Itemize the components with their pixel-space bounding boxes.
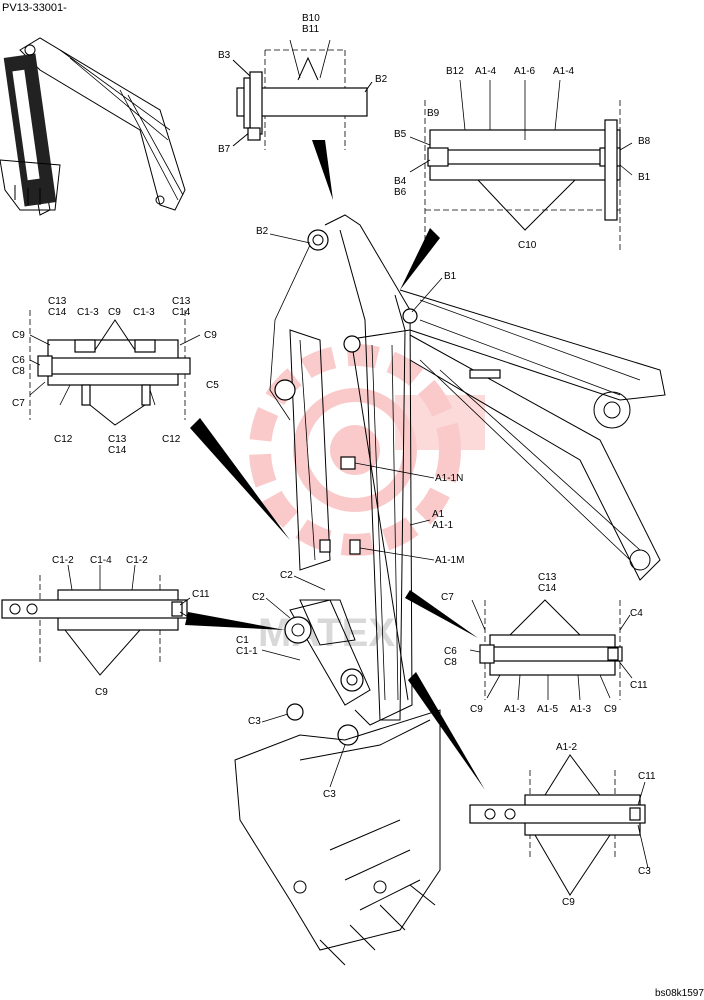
detail-c5-pin <box>29 310 201 426</box>
label-c14-right: C14 <box>172 307 191 318</box>
leader-b1 <box>411 277 443 313</box>
label-c9-bottom: C9 <box>562 897 575 908</box>
label-a1-4-right: A1-4 <box>553 66 575 77</box>
label-b8: B8 <box>638 136 651 147</box>
label-c14-bottom: C14 <box>108 445 127 456</box>
label-c1-1: C1-1 <box>236 646 258 657</box>
label-c11-left: C11 <box>192 589 210 600</box>
label-c10: C10 <box>518 240 537 251</box>
label-c7-right: C7 <box>441 592 454 603</box>
leader-c3-arm-bottom <box>329 744 346 788</box>
label-c8-left: C8 <box>12 366 25 377</box>
label-c1: C1 <box>236 635 249 646</box>
label-b4: B4 <box>394 176 407 187</box>
label-c6-right: C6 <box>444 646 457 657</box>
watermark-text: MATEX <box>258 611 395 655</box>
label-b2-top: B2 <box>375 74 388 85</box>
excavator-thumbnail <box>0 37 186 216</box>
label-a1-3-left: A1-3 <box>504 704 526 715</box>
pointer-c5 <box>190 418 290 540</box>
label-a1-6: A1-6 <box>514 66 536 77</box>
label-b7: B7 <box>218 144 231 155</box>
label-c13-right: C13 <box>172 296 191 307</box>
label-c12-right: C12 <box>162 434 181 445</box>
label-b1-arm: B1 <box>444 271 457 282</box>
leader-a1 <box>409 519 431 526</box>
label-b5: B5 <box>394 129 407 140</box>
leader-a1-1m <box>359 547 435 561</box>
label-c5: C5 <box>206 380 219 391</box>
label-c1-3-right: C1-3 <box>133 307 155 318</box>
label-c13-right-detail: C13 <box>538 572 557 583</box>
label-c3-bottom: C3 <box>638 866 651 877</box>
label-a1-1m: A1-1M <box>435 555 464 566</box>
label-c11-right: C11 <box>630 680 648 691</box>
label-b11: B11 <box>302 24 319 35</box>
label-a1-3-right: A1-3 <box>570 704 592 715</box>
label-c1-2-left: C1-2 <box>52 555 74 566</box>
label-c3-arm-bottom: C3 <box>323 789 336 800</box>
label-c13-left: C13 <box>48 296 67 307</box>
label-c4: C4 <box>630 608 643 619</box>
label-c13-bottom: C13 <box>108 434 127 445</box>
label-b9: B9 <box>427 108 440 119</box>
pointer-c4 <box>405 590 478 638</box>
drawing-number: bs08k1597 <box>655 988 704 999</box>
label-b1-detail: B1 <box>638 172 651 183</box>
label-c1-4: C1-4 <box>90 555 112 566</box>
detail-b1-pin <box>409 79 633 250</box>
label-c9-right: C9 <box>204 330 217 341</box>
label-c7-left: C7 <box>12 398 25 409</box>
detail-c3-pin-left <box>1 564 191 676</box>
label-c9-lower-left: C9 <box>95 687 108 698</box>
leader-c2-lower <box>265 597 291 619</box>
label-c3-arm-left: C3 <box>248 716 261 727</box>
label-b6: B6 <box>394 187 407 198</box>
label-c1-2-right: C1-2 <box>126 555 148 566</box>
label-c8-right: C8 <box>444 657 457 668</box>
label-c9-top: C9 <box>108 307 121 318</box>
label-b12: B12 <box>446 66 464 77</box>
pointer-c3-left <box>185 612 285 630</box>
detail-c4-pin <box>469 599 633 701</box>
leader-a1-1n <box>354 462 435 479</box>
label-c14-left: C14 <box>48 307 67 318</box>
arm-assembly <box>234 214 666 966</box>
label-c2-lower: C2 <box>252 592 265 603</box>
label-a1-1n: A1-1N <box>435 473 463 484</box>
label-a1: A1 <box>432 509 445 520</box>
detail-b2-pin <box>232 39 373 150</box>
label-c12-left: C12 <box>54 434 73 445</box>
leader-b2 <box>269 233 311 244</box>
label-a1-2: A1-2 <box>556 742 578 753</box>
label-a1-5: A1-5 <box>537 704 559 715</box>
label-a1-1: A1-1 <box>432 520 454 531</box>
label-a1-4-left: A1-4 <box>475 66 497 77</box>
label-c1-3-left: C1-3 <box>77 307 99 318</box>
leader-c2-upper <box>293 575 326 591</box>
label-c6-left: C6 <box>12 355 25 366</box>
label-c2-upper: C2 <box>280 570 293 581</box>
diagram-code: PV13-33001- <box>2 2 67 14</box>
label-c9-right-b: C9 <box>604 704 617 715</box>
label-c11-bottom: C11 <box>638 771 656 782</box>
label-c9-left: C9 <box>12 330 25 341</box>
label-b3: B3 <box>218 50 231 61</box>
pointer-b2 <box>312 140 333 200</box>
label-c9-right-a: C9 <box>470 704 483 715</box>
pointer-c3-right <box>408 672 485 790</box>
leader-c3-arm-left <box>261 713 289 723</box>
label-b2-arm: B2 <box>256 226 269 237</box>
pointer-b1 <box>400 228 440 290</box>
detail-c3-pin-right <box>469 754 649 896</box>
label-b10: B10 <box>302 13 320 24</box>
leader-c1 <box>261 649 301 661</box>
label-c14-right-detail: C14 <box>538 583 557 594</box>
